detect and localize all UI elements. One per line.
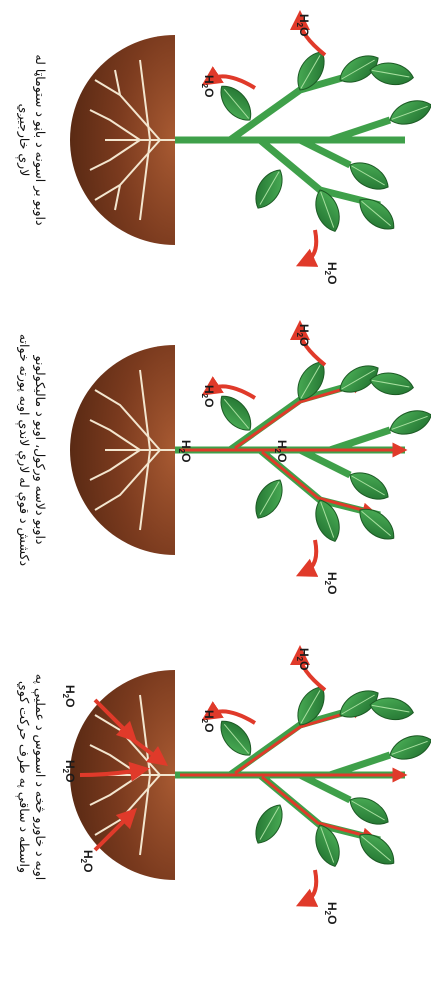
h2o-label: H2O <box>323 262 339 284</box>
panel-2: H2O H2O H2O H2O H2O <box>70 324 431 594</box>
h2o-label: H2O <box>200 385 216 407</box>
panel-1: H2O H2O H2O <box>70 14 431 284</box>
caption-osmosis: اوبه د خاورو څخه د اسموس د عملیې په واسط… <box>0 627 64 927</box>
h2o-label: H2O <box>200 710 216 732</box>
h2o-label: H2O <box>295 14 311 36</box>
caption-transpiration: داوبو بر اسونه د باڼو د ستوماټا له لارې … <box>0 0 64 290</box>
caption-cohesion: داوبو دلاسه ورکول، اوبو د مالیکولونو دکش… <box>0 300 64 600</box>
caption-line: داوبو دلاسه ورکول، اوبو د مالیکولونو <box>32 300 48 600</box>
caption-line: لارې خارجیږي <box>16 0 32 290</box>
h2o-label: H2O <box>79 850 95 872</box>
caption-line: دکشش د قوې له لارې لاندې اوبه پورته خوات… <box>16 300 32 600</box>
h2o-label: H2O <box>295 324 311 346</box>
h2o-label: H2O <box>323 572 339 594</box>
h2o-label: H2O <box>323 902 339 924</box>
panel-3: H2O H2O H2O H2O H2O H2O <box>61 648 431 924</box>
caption-line: اوبه د خاورو څخه د اسموس د عملیې په <box>32 627 48 927</box>
caption-line: داوبو بر اسونه د باڼو د ستوماټا له <box>32 0 48 290</box>
h2o-label: H2O <box>295 648 311 670</box>
caption-line: واسطه د ساقې په طرف حرکت کوي <box>16 627 32 927</box>
h2o-label: H2O <box>200 75 216 97</box>
